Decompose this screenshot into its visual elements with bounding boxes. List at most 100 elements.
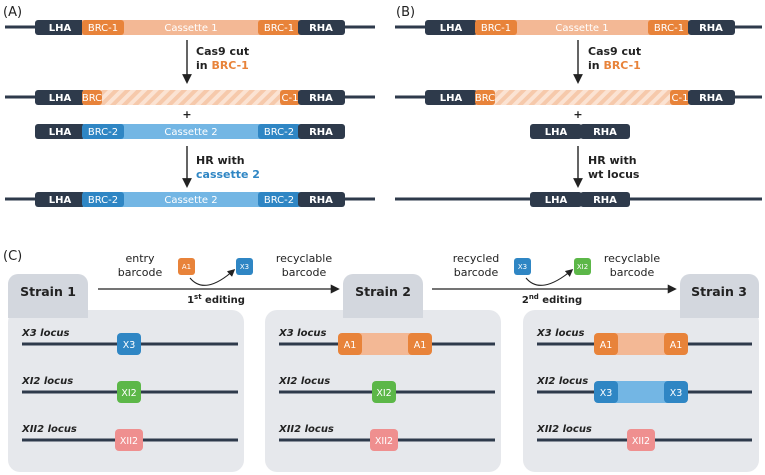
s3-xi2-x3-left: [594, 381, 618, 403]
s1-xii2-barcode: [115, 429, 143, 451]
svg-text:XII2 locus: XII2 locus: [21, 424, 77, 435]
svg-text:XII2: XII2: [632, 436, 650, 447]
a-cas9-line2: in BRC-1: [196, 59, 249, 72]
svg-text:X3 locus: X3 locus: [536, 328, 584, 339]
svg-text:recycled: recycled: [453, 252, 499, 265]
svg-text:RHA: RHA: [593, 127, 617, 138]
cassette1-label: Cassette 1: [164, 23, 217, 34]
s3-xii2-barcode: [627, 429, 655, 451]
svg-text:Cassette 1: Cassette 1: [555, 23, 608, 34]
svg-text:RHA: RHA: [309, 127, 333, 138]
svg-text:recyclable: recyclable: [604, 252, 660, 265]
svg-text:XI2 locus: XI2 locus: [536, 376, 588, 387]
svg-text:XII2 locus: XII2 locus: [278, 424, 334, 435]
svg-text:A1: A1: [182, 263, 191, 271]
s1-x3-barcode: [117, 333, 141, 355]
svg-text:BRC-2: BRC-2: [264, 195, 294, 206]
svg-text:Cassette 2: Cassette 2: [164, 127, 217, 138]
svg-text:BRC-1: BRC-1: [481, 23, 511, 34]
s3-x3-a1-left: [594, 333, 618, 355]
svg-text:A1: A1: [344, 340, 357, 351]
svg-text:barcode: barcode: [282, 266, 327, 279]
svg-text:BRC: BRC: [475, 93, 495, 104]
svg-text:Cas9 cut: Cas9 cut: [588, 45, 641, 58]
a-row4-result: LHA BRC-2 Cassette 2 BRC-2 RHA: [5, 192, 375, 207]
svg-text:LHA: LHA: [545, 127, 568, 138]
svg-text:Cassette 2: Cassette 2: [164, 195, 217, 206]
svg-text:wt locus: wt locus: [588, 168, 640, 181]
svg-text:XII2: XII2: [120, 436, 138, 447]
svg-text:in BRC-1: in BRC-1: [588, 59, 641, 72]
s2-x3-a1-right: [408, 333, 432, 355]
svg-text:LHA: LHA: [49, 195, 72, 206]
svg-text:XI2: XI2: [121, 388, 136, 399]
strain1-title: Strain 1: [20, 284, 76, 299]
svg-text:A1: A1: [414, 340, 427, 351]
svg-text:X3: X3: [240, 263, 249, 271]
svg-text:X3: X3: [600, 388, 613, 399]
svg-text:LHA: LHA: [440, 23, 463, 34]
svg-text:BRC-1: BRC-1: [654, 23, 684, 34]
svg-text:LHA: LHA: [49, 93, 72, 104]
svg-text:RHA: RHA: [309, 93, 333, 104]
a-donor-cassette2: LHA BRC-2 Cassette 2 BRC-2 RHA: [35, 124, 345, 139]
s1-xi2-barcode: [117, 381, 141, 403]
svg-text:BRC-2: BRC-2: [88, 127, 118, 138]
svg-text:XII2: XII2: [375, 436, 393, 447]
svg-text:RHA: RHA: [699, 93, 723, 104]
strain2-title: Strain 2: [355, 284, 411, 299]
svg-text:barcode: barcode: [454, 266, 499, 279]
recyclable-barcode-x3: [236, 258, 253, 275]
svg-text:A1: A1: [670, 340, 683, 351]
a-hr-line1: HR with: [196, 154, 245, 167]
b-row1-construct: LHA BRC-1 Cassette 1 BRC-1 RHA: [395, 20, 762, 35]
brc1-label: BRC-1: [264, 23, 294, 34]
panel-label-b: (B): [396, 5, 415, 20]
b-donor-wt: LHA RHA: [530, 124, 630, 139]
svg-text:XI2 locus: XI2 locus: [21, 376, 73, 387]
s2-xi2-barcode: [372, 381, 396, 403]
svg-text:BRC-2: BRC-2: [264, 127, 294, 138]
svg-text:XII2 locus: XII2 locus: [536, 424, 592, 435]
a-plus: +: [182, 108, 191, 121]
rha-label: RHA: [309, 23, 333, 34]
b-row2-cut-construct: LHA BRC C-1 RHA: [395, 90, 762, 105]
svg-text:XI2: XI2: [376, 388, 391, 399]
lha-label: LHA: [49, 23, 72, 34]
recyclable-barcode-xi2: [574, 258, 591, 275]
editing1-label: 1st editing: [187, 293, 245, 306]
svg-text:C-1: C-1: [282, 93, 299, 104]
svg-text:recyclable: recyclable: [276, 252, 332, 265]
svg-text:X3 locus: X3 locus: [278, 328, 326, 339]
svg-text:LHA: LHA: [440, 93, 463, 104]
a-cas9-line1: Cas9 cut: [196, 45, 249, 58]
svg-text:XI2 locus: XI2 locus: [278, 376, 330, 387]
svg-text:C-1: C-1: [672, 93, 689, 104]
svg-text:X3: X3: [670, 388, 683, 399]
svg-text:HR with: HR with: [588, 154, 637, 167]
s2-x3-a1-left: [338, 333, 362, 355]
svg-text:LHA: LHA: [545, 195, 568, 206]
a-hr-line2: cassette 2: [196, 168, 260, 181]
svg-text:RHA: RHA: [593, 195, 617, 206]
svg-text:BRC-2: BRC-2: [88, 195, 118, 206]
strain3-title: Strain 3: [691, 284, 747, 299]
a-row1-construct: LHA BRC-1 Cassette 1 BRC-1 RHA: [5, 20, 375, 35]
svg-text:X3: X3: [518, 263, 527, 271]
entry-barcode-a1: [178, 258, 195, 275]
panel-label-a: (A): [3, 5, 22, 20]
svg-text:XI2: XI2: [577, 263, 588, 271]
swap-arrow-1: [189, 268, 236, 286]
swap-arrow-2: [525, 269, 574, 286]
svg-text:barcode: barcode: [118, 266, 163, 279]
svg-text:entry: entry: [125, 252, 155, 265]
brc1-label: BRC-1: [88, 23, 118, 34]
s3-xi2-x3-right: [664, 381, 688, 403]
svg-text:LHA: LHA: [49, 127, 72, 138]
svg-text:X3: X3: [123, 340, 136, 351]
svg-text:barcode: barcode: [610, 266, 655, 279]
svg-text:RHA: RHA: [309, 195, 333, 206]
svg-text:BRC: BRC: [82, 93, 102, 104]
svg-text:RHA: RHA: [699, 23, 723, 34]
